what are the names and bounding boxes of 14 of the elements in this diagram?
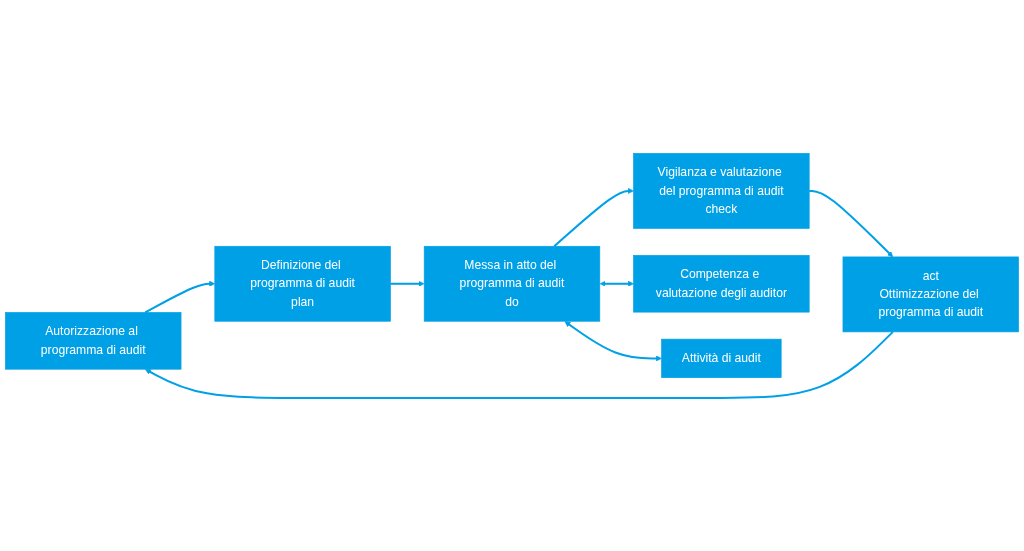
node-box: Competenza e valutazione degli auditor [633, 254, 810, 313]
node-box: Autorizzazione al programma di audit [5, 311, 182, 370]
node-box: Definizione del programma di audit plan [214, 245, 391, 322]
arrow [564, 321, 662, 362]
node-box: Attività di audit [661, 338, 782, 378]
node-box: Messa in atto del programma di audit do [423, 245, 601, 322]
node-box: act Ottimizzazione del programma di audit [842, 256, 1019, 333]
arrow [390, 280, 425, 287]
arrow [553, 187, 634, 247]
arrow [809, 189, 894, 258]
arrow [145, 331, 894, 399]
arrow [599, 280, 634, 287]
arrow [144, 280, 216, 314]
node-box: Vigilanza e valutazione del programma di audit check [633, 152, 810, 229]
